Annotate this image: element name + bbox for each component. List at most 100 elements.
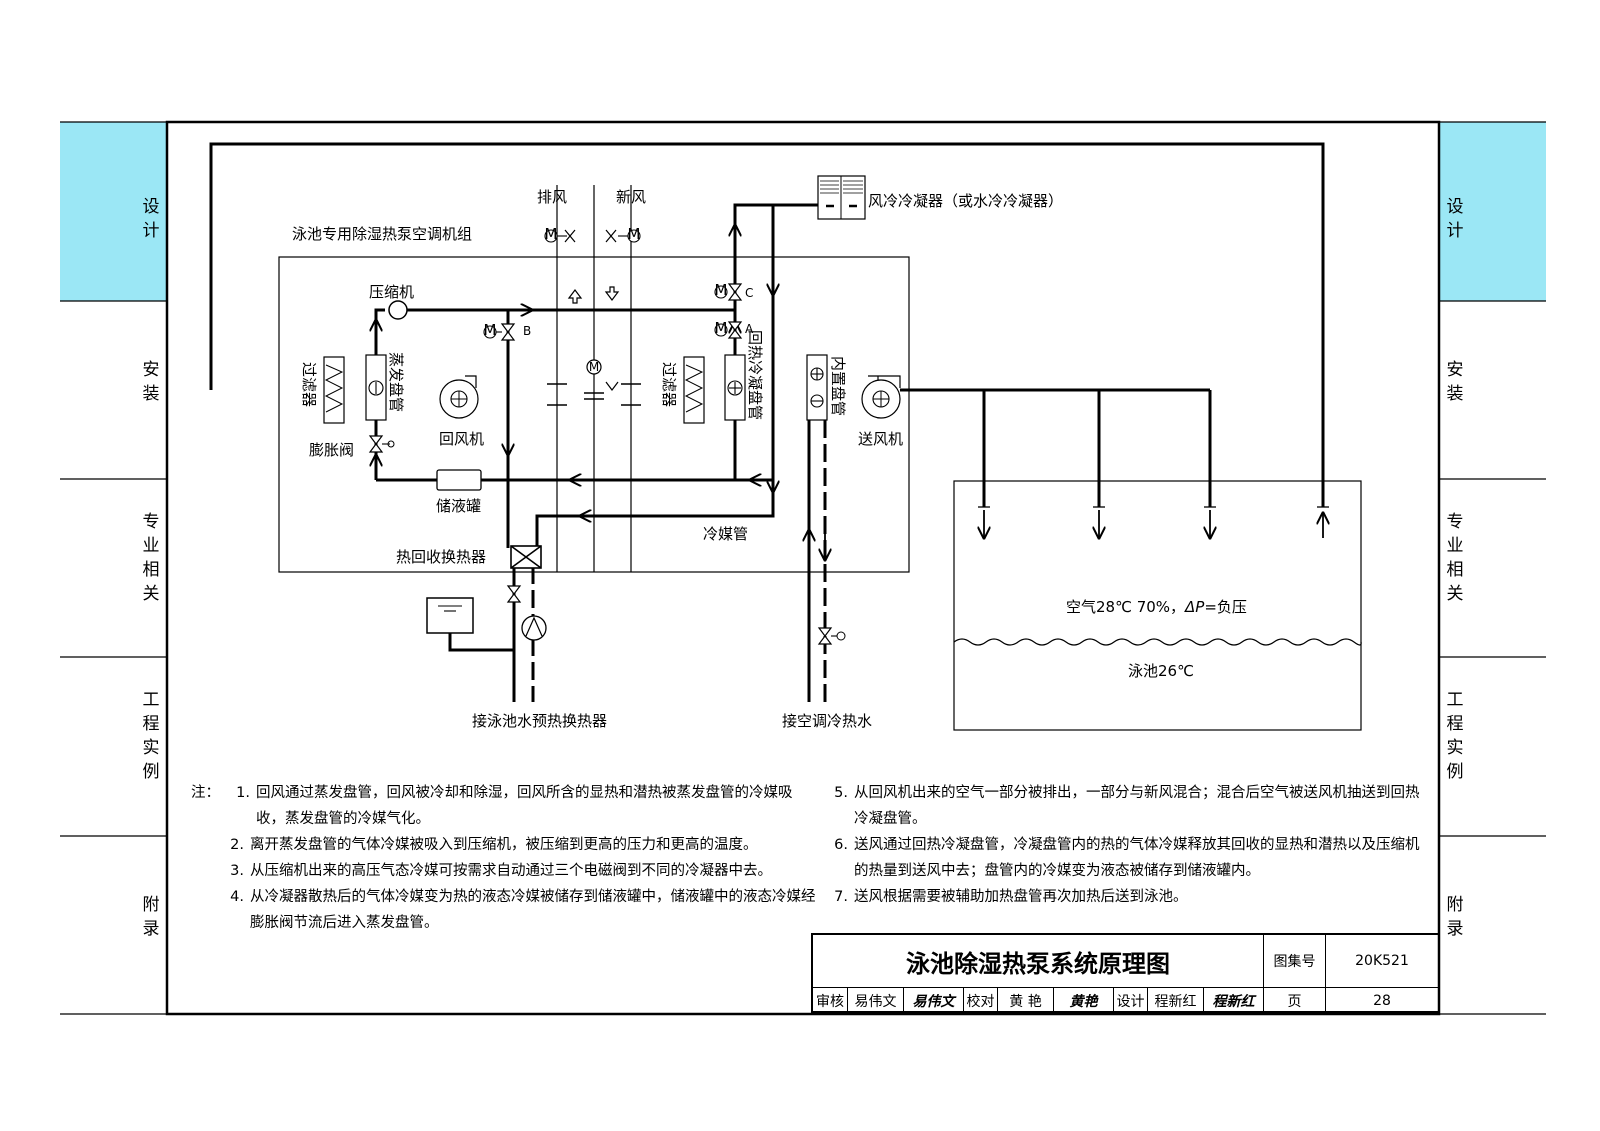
tab-design-left-bg (60, 122, 167, 301)
check-label: 校对 (963, 988, 997, 1013)
note-2: 2. 离开蒸发盘管的气体冷媒被吸入到压缩机，被压缩到更高的压力和更高的温度。 (190, 832, 820, 858)
filter-right (683, 356, 705, 424)
reheat-condenser-label: 回热冷凝盘管 (746, 330, 764, 420)
reheat-condenser-coil (724, 354, 746, 421)
exhaust-air-label: 排风 (537, 188, 567, 206)
note-text: 回风通过蒸发盘管，回风被冷却和除湿，回风所含的显热和潜热被蒸发盘管的冷媒吸收，蒸… (256, 785, 793, 827)
mix-flow-arrow (605, 381, 619, 391)
tab-cases-left[interactable]: 工程实例 (143, 690, 160, 782)
tab-label-char: 工 (143, 690, 160, 710)
tab-appendix-right[interactable]: 附录 (1447, 895, 1464, 939)
tab-install-left[interactable]: 安装 (143, 360, 160, 404)
note-7: 7. 送风根据需要被辅助加热盘管再次加热后送到泳池。 (822, 884, 1422, 910)
notes-right: 5. 从回风机出来的空气一部分被排出，一部分与新风混合；混合后空气被送风机抽送到… (822, 780, 1422, 910)
mixing-damper-motor: M (586, 359, 602, 375)
hot-water-valve (817, 627, 846, 645)
atlas-label: 图集号 (1263, 935, 1325, 987)
reviewer-name: 易伟文 (847, 988, 903, 1013)
tab-design-left[interactable]: 设计 (143, 197, 160, 241)
tab-label-char: 实 (1447, 738, 1464, 758)
expansion-valve-label: 膨胀阀 (309, 441, 354, 459)
filter-left (323, 356, 345, 424)
refrigerant-pipe-label: 冷媒管 (703, 525, 748, 543)
svg-text:M: M (715, 281, 728, 299)
tab-design-right[interactable]: 设计 (1447, 197, 1464, 241)
tab-label-char: 设 (143, 197, 160, 217)
note-num: 7. (834, 889, 848, 905)
reviewer-signature: 易伟文 (903, 988, 963, 1013)
title-block: 泳池除湿热泵系统原理图 图集号 20K521 审核 易伟文 易伟文 校对 黄 艳… (811, 933, 1438, 1013)
note-num: 6. (834, 837, 848, 853)
notes: 注： 1. 回风通过蒸发盘管，回风被冷却和除湿，回风所含的显热和潜热被蒸发盘管的… (190, 780, 820, 936)
tab-label-char: 业 (1447, 536, 1464, 556)
valve-a-label: A (745, 322, 754, 336)
note-4: 4. 从冷凝器散热后的气体冷媒变为热的液态冷媒被储存到储液罐中，储液罐中的液态冷… (190, 884, 820, 936)
supply-fan (861, 375, 901, 419)
tab-label-char: 计 (143, 221, 160, 241)
drawing-title: 泳池除湿热泵系统原理图 (906, 949, 1170, 978)
expansion-water-tank (426, 597, 474, 634)
note-3: 3. 从压缩机出来的高压气态冷媒可按需求自动通过三个电磁阀到不同的冷凝器中去。 (190, 858, 820, 884)
note-1: 注： 1. 回风通过蒸发盘管，回风被冷却和除湿，回风所含的显热和潜热被蒸发盘管的… (190, 780, 820, 832)
tab-install-right[interactable]: 安装 (1447, 360, 1464, 404)
pool-water-valve (506, 585, 522, 603)
builtin-coil (806, 354, 828, 421)
heat-recovery-label: 热回收换热器 (396, 548, 486, 566)
notes-heading: 注： (191, 785, 220, 801)
solenoid-valve-c: M (714, 281, 743, 301)
unit-title: 泳池专用除湿热泵空调机组 (292, 225, 472, 243)
side-tabs-right (1439, 121, 1546, 1015)
checker-name: 黄 艳 (997, 988, 1053, 1013)
evaporator-coil (365, 354, 387, 421)
note-num: 1. (236, 785, 250, 801)
receiver-tank (436, 469, 482, 491)
tab-label-char: 专 (1447, 512, 1464, 532)
solenoid-valve-a: M (714, 319, 743, 339)
expansion-valve (368, 435, 395, 453)
tab-appendix-left[interactable]: 附录 (143, 895, 160, 939)
review-label: 审核 (816, 993, 844, 1010)
tab-label-char: 附 (143, 895, 160, 915)
tab-label-char: 例 (143, 762, 160, 782)
side-tabs-left (60, 121, 167, 1015)
tab-label-char: 安 (1447, 360, 1464, 380)
tab-cases-right[interactable]: 工程实例 (1447, 690, 1464, 782)
evaporator-label: 蒸发盘管 (387, 352, 405, 412)
tab-design-right-bg (1439, 122, 1546, 301)
tab-related-right[interactable]: 专业相关 (1447, 512, 1464, 604)
tab-label-char: 业 (143, 536, 160, 556)
tab-label-char: 设 (1447, 197, 1464, 217)
refrigerant-piping (209, 142, 1325, 702)
condenser-unit (817, 175, 866, 220)
note-num: 2. (230, 837, 244, 853)
tab-label-char: 录 (143, 919, 160, 939)
fresh-air-label: 新风 (616, 188, 646, 206)
fresh-flow-arrow (604, 286, 620, 301)
valve-b-label: B (523, 324, 531, 338)
water-pump (521, 615, 547, 641)
tab-label-char: 关 (143, 584, 160, 604)
tab-label-char: 相 (143, 560, 160, 580)
water-surface (953, 638, 1362, 646)
builtin-coil-label: 内置盘管 (829, 356, 847, 416)
page-label: 页 (1263, 988, 1325, 1013)
tab-label-char: 安 (143, 360, 160, 380)
exhaust-damper: M (544, 225, 576, 243)
note-text: 送风通过回热冷凝盘管，冷凝盘管内的热的气体冷媒释放其回收的显热和潜热以及压缩机的… (854, 837, 1420, 879)
return-fan-label: 回风机 (439, 430, 484, 448)
atlas-number: 20K521 (1325, 935, 1438, 987)
air-condition-delta-p: ΔP (1184, 598, 1205, 616)
tab-label-char: 程 (1447, 714, 1464, 734)
checker-signature: 黄艳 (1053, 988, 1113, 1013)
tab-label-char: 实 (143, 738, 160, 758)
note-text: 送风根据需要被辅助加热盘管再次加热后送到泳池。 (854, 889, 1188, 905)
note-text: 从回风机出来的空气一部分被排出，一部分与新风混合；混合后空气被送风机抽送到回热冷… (854, 785, 1420, 827)
tab-label-char: 装 (1447, 384, 1464, 404)
air-condition-prefix: 空气28℃ 70%， (1066, 598, 1185, 616)
ac-hot-water-label: 接空调冷热水 (782, 712, 872, 730)
solenoid-valve-b: M (483, 321, 516, 341)
tab-related-left[interactable]: 专业相关 (143, 512, 160, 604)
drawing-frame (165, 120, 1441, 1016)
note-text: 从冷凝器散热后的气体冷媒变为热的液态冷媒被储存到储液罐中，储液罐中的液态冷媒经膨… (250, 889, 816, 931)
